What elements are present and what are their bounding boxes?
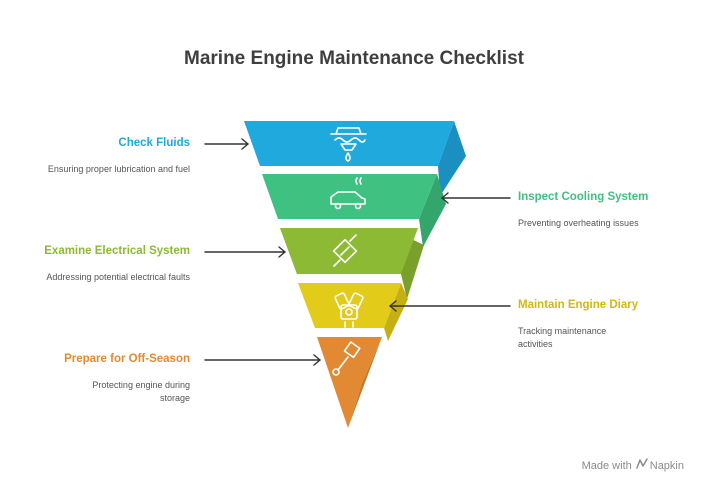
band-side [438, 121, 466, 196]
arrow-examine-electrical [204, 246, 286, 258]
step-label-check-fluids: Check Fluids [118, 137, 190, 149]
arrow-inspect-cooling [441, 192, 511, 204]
arrow-check-fluids [204, 138, 249, 150]
step-description-maintain-diary: Tracking maintenance activities [518, 326, 607, 349]
band-side [419, 174, 446, 247]
napkin-logo-icon [636, 458, 648, 472]
made-with-napkin[interactable]: Made with Napkin [582, 458, 684, 472]
car-steam-icon [330, 177, 366, 210]
napkin-brand-text: Napkin [649, 460, 684, 472]
piston-icon [332, 341, 361, 376]
band-side [384, 283, 408, 341]
step-description-check-fluids: Ensuring proper lubrication and fuel [47, 164, 190, 174]
made-with-text: Made with [581, 460, 632, 472]
funnel-band-maintain-diary [298, 283, 408, 341]
step-description-examine-electrical: Addressing potential electrical faults [46, 272, 190, 282]
wire-connector-icon [332, 234, 358, 267]
band-side [348, 337, 382, 428]
step-description-off-season: Protecting engine during storage [92, 380, 190, 403]
step-label-maintain-diary: Maintain Engine Diary [518, 299, 639, 311]
engine-icon [334, 292, 364, 328]
arrow-off-season [204, 354, 321, 366]
step-label-off-season: Prepare for Off-Season [64, 353, 190, 365]
step-label-examine-electrical: Examine Electrical System [44, 245, 190, 257]
band-face [317, 337, 382, 428]
step-label-inspect-cooling: Inspect Cooling System [518, 191, 649, 203]
funnel-band-examine-electrical-top [280, 228, 418, 274]
oil-drop-icon [330, 127, 367, 162]
arrow-maintain-diary [389, 300, 511, 312]
band-face [280, 228, 418, 274]
step-description-inspect-cooling: Preventing overheating issues [518, 218, 639, 228]
funnel-band-off-season [317, 337, 382, 428]
page-title: Marine Engine Maintenance Checklist [184, 48, 524, 69]
funnel-band-inspect-cooling [262, 174, 446, 247]
band-face [262, 174, 437, 219]
